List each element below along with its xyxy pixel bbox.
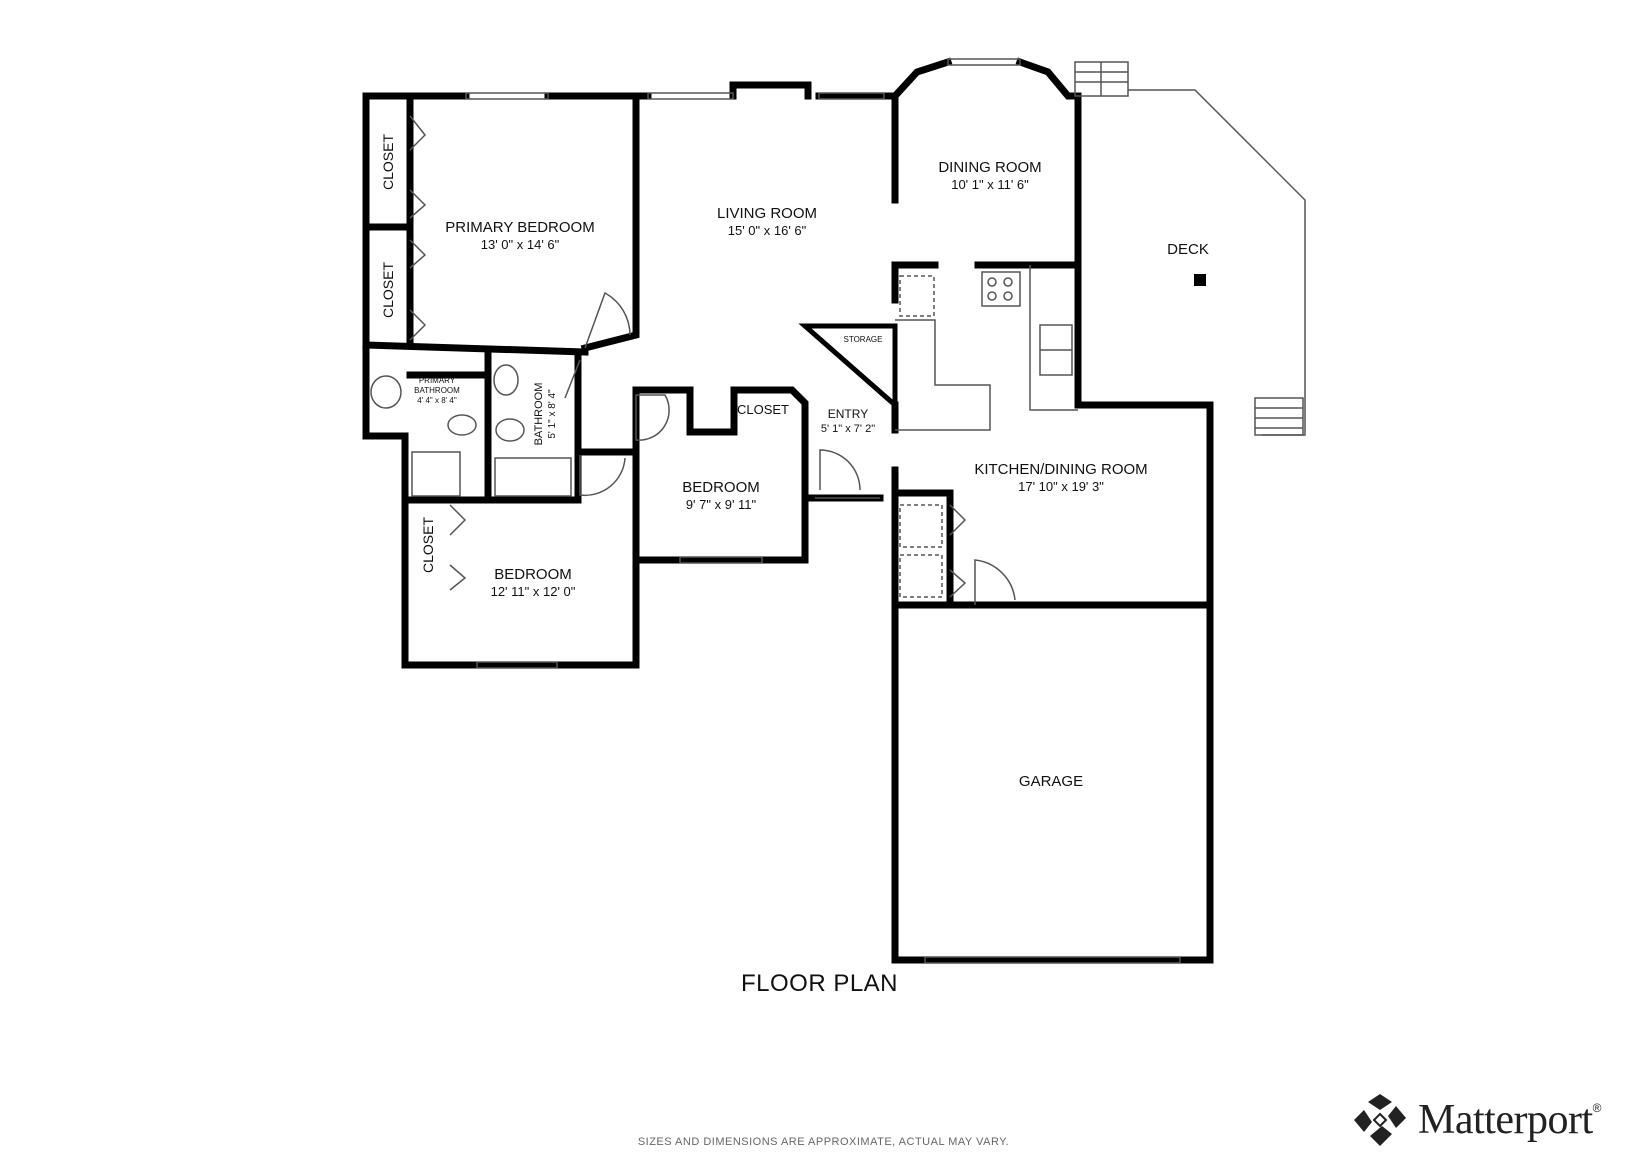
walls bbox=[362, 57, 1214, 964]
room-label-primary-bathroom-2: BATHROOM bbox=[414, 386, 460, 395]
room-dims-bathroom: 5' 1" x 8' 4" bbox=[547, 389, 558, 439]
brand-logo: Matterport® bbox=[1352, 1090, 1601, 1150]
room-label-bedroom-middle: BEDROOM bbox=[682, 479, 760, 496]
washer-icon bbox=[899, 504, 943, 548]
room-dims-bedroom-middle: 9' 7" x 9' 11" bbox=[686, 497, 757, 512]
deck-post-icon bbox=[1194, 274, 1206, 286]
room-label-closet-bedroom: CLOSET bbox=[420, 517, 436, 573]
tub-icon bbox=[370, 375, 402, 409]
room-dims-living-room: 15' 0" x 16' 6" bbox=[728, 223, 807, 238]
floor-plan-title: FLOOR PLAN bbox=[740, 970, 899, 997]
toilet-icon bbox=[495, 418, 525, 442]
room-label-bathroom: BATHROOM bbox=[533, 383, 545, 446]
fixtures bbox=[370, 271, 1206, 598]
room-label-closet-primary-1: CLOSET bbox=[380, 134, 396, 190]
room-dims-primary-bedroom: 13' 0" x 14' 6" bbox=[481, 237, 560, 252]
room-label-storage: STORAGE bbox=[844, 335, 883, 344]
door-swing-icon bbox=[579, 455, 626, 497]
door-swing-icon bbox=[974, 559, 1016, 605]
room-label-closet-primary-2: CLOSET bbox=[380, 262, 396, 318]
room-label-primary-bathroom-1: PRIMARY bbox=[419, 376, 456, 385]
door-swing-icon bbox=[635, 394, 670, 441]
door-swing-icon bbox=[584, 291, 631, 349]
room-label-kitchen-dining: KITCHEN/DINING ROOM bbox=[974, 461, 1147, 478]
door-swing-icon bbox=[564, 359, 581, 399]
doors bbox=[409, 115, 1016, 605]
door-swing-icon bbox=[819, 449, 861, 491]
room-label-dining-room: DINING ROOM bbox=[938, 159, 1041, 176]
room-label-deck: DECK bbox=[1167, 241, 1209, 258]
room-label-living-room: LIVING ROOM bbox=[717, 205, 817, 222]
matterport-logo-icon bbox=[1354, 1094, 1406, 1146]
room-label-bedroom-lower: BEDROOM bbox=[494, 566, 572, 583]
room-dims-kitchen-dining: 17' 10" x 19' 3" bbox=[1018, 479, 1104, 494]
room-dims-bedroom-lower: 12' 11" x 12' 0" bbox=[491, 584, 576, 599]
bathtub-icon bbox=[494, 457, 572, 497]
toilet-icon bbox=[447, 414, 477, 436]
room-dims-primary-bathroom: 4' 4" x 8' 4" bbox=[417, 396, 457, 405]
room-dims-entry: 5' 1" x 7' 2" bbox=[821, 423, 875, 435]
shower-icon bbox=[411, 451, 461, 497]
stove-icon bbox=[981, 271, 1021, 307]
room-label-entry: ENTRY bbox=[828, 407, 868, 421]
brand-registered-mark: ® bbox=[1592, 1101, 1602, 1115]
disclaimer-text: SIZES AND DIMENSIONS ARE APPROXIMATE, AC… bbox=[637, 1136, 1010, 1148]
room-dims-dining-room: 10' 1" x 11' 6" bbox=[951, 177, 1029, 192]
brand-name: Matterport bbox=[1418, 1097, 1593, 1143]
sink-icon bbox=[493, 364, 519, 396]
dryer-icon bbox=[899, 554, 943, 598]
room-label-garage: GARAGE bbox=[1019, 773, 1083, 790]
thin-lines bbox=[465, 58, 1306, 964]
appliance-icon bbox=[899, 275, 935, 317]
room-label-primary-bedroom: PRIMARY BEDROOM bbox=[445, 219, 594, 236]
room-label-closet-hall: CLOSET bbox=[737, 402, 789, 417]
